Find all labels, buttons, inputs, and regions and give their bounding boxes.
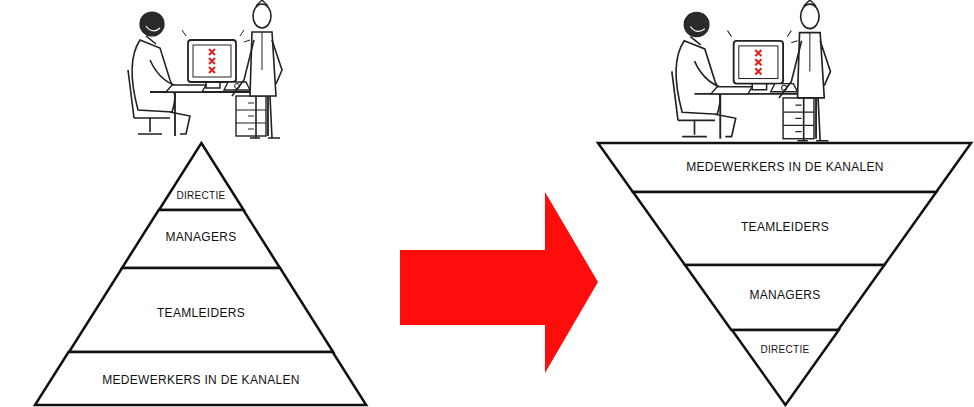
hierarchy-band: DIRECTIE [732,330,839,405]
hierarchy-band: MANAGERS [685,265,884,330]
hierarchy-band: TEAMLEIDERS [69,268,333,352]
band-label: MANAGERS [122,231,280,244]
hierarchy-band: DIRECTIE [159,143,244,210]
band-label: DIRECTIE [732,344,839,355]
band-shape [159,143,244,210]
band-shape [35,352,366,405]
band-label: DIRECTIE [159,190,244,201]
band-shape [69,268,333,352]
band-label: TEAMLEIDERS [69,307,333,320]
hierarchy-band: TEAMLEIDERS [633,192,936,265]
band-shape [122,210,280,268]
band-label: TEAMLEIDERS [633,221,936,234]
band-label: MANAGERS [685,289,884,302]
band-shape [598,143,971,192]
band-shape [685,265,884,330]
hierarchy-band: MANAGERS [122,210,280,268]
transition-arrow [400,192,598,373]
hierarchy-band: MEDEWERKERS IN DE KANALEN [598,143,971,192]
office-illustration [128,0,282,138]
band-label: MEDEWERKERS IN DE KANALEN [598,161,971,174]
band-label: MEDEWERKERS IN DE KANALEN [35,374,366,387]
band-outline [732,330,839,405]
office-illustration [672,0,831,141]
hierarchy-band: MEDEWERKERS IN DE KANALEN [35,352,366,405]
band-shape [633,192,936,265]
band-shape [732,330,839,405]
